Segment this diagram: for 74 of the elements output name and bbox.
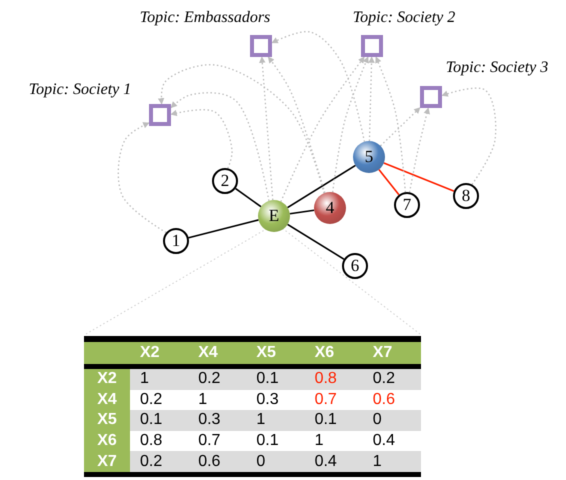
dotted-arrow (368, 56, 375, 142)
node-label: 2 (220, 171, 230, 191)
table-cell: 1 (362, 451, 421, 474)
table-cell: 0.8 (130, 430, 188, 452)
topic-label: Topic: Society 3 (446, 59, 548, 77)
dotted-arrow (280, 56, 365, 202)
link-line (287, 224, 344, 260)
topic-square (420, 86, 442, 108)
node-label: 4 (326, 198, 334, 218)
node-circle (258, 200, 290, 232)
node-circle (314, 192, 346, 224)
table-cell: 0.4 (304, 451, 363, 474)
node-circle (353, 141, 385, 173)
row-header: X4 (84, 390, 130, 410)
node-label: 8 (462, 186, 470, 206)
dotted-arrow (268, 56, 326, 194)
node-label: 7 (402, 195, 412, 215)
table-cell: 1 (304, 430, 363, 452)
node-label: E (268, 206, 280, 226)
table-cell: 0.2 (130, 451, 188, 474)
table-cell: 0.1 (304, 410, 363, 431)
table-cell: 1 (246, 410, 305, 431)
node-circle (212, 168, 238, 194)
node-circle (453, 183, 479, 209)
topic-label: Topic: Embassadors (140, 9, 270, 27)
row-header: X7 (84, 451, 130, 474)
column-header: X2 (130, 339, 188, 366)
dotted-arrow (375, 56, 406, 192)
table-cell: 0.7 (304, 390, 363, 410)
link-line (290, 209, 314, 215)
column-header: X5 (246, 339, 305, 366)
node-label: 1 (172, 231, 180, 251)
row-header: X5 (84, 410, 130, 431)
dotted-arrow (170, 109, 233, 169)
table-cell: 0.6 (188, 451, 246, 474)
dotted-arrow (380, 107, 420, 146)
dotted-arrow (408, 107, 430, 192)
table-cell: 0.6 (362, 390, 421, 410)
table-cell: 0 (246, 451, 305, 474)
node-circle (163, 228, 189, 254)
topic-label: Topic: Society 2 (352, 9, 456, 27)
node-circle (342, 253, 368, 279)
topic-square (361, 35, 383, 57)
dotted-arrow (441, 88, 496, 185)
topic-label: Topic: Society 1 (28, 81, 132, 99)
topic-square (149, 104, 171, 126)
row-header: X6 (84, 430, 130, 452)
link-line (378, 169, 400, 196)
dotted-arrow (170, 92, 270, 201)
link-line (287, 164, 356, 208)
column-header: X7 (362, 339, 421, 366)
node-label: 5 (364, 147, 374, 167)
dotted-arrow (332, 56, 369, 192)
link-line (384, 162, 454, 192)
table-cell: 0.7 (188, 430, 246, 452)
column-header: X6 (304, 339, 363, 366)
dotted-arrow (259, 56, 274, 200)
link-line (235, 188, 262, 208)
column-header: X4 (188, 339, 246, 366)
dotted-arrow (118, 122, 166, 234)
node-label: 6 (350, 256, 360, 276)
table-cell: 1 (188, 390, 246, 410)
table-cell: 0.1 (130, 410, 188, 431)
table-cell: 0.4 (362, 430, 421, 452)
table-cell: 0.1 (246, 430, 305, 452)
table-cell: 0.3 (246, 390, 305, 410)
table-cell: 0.2 (130, 390, 188, 410)
dotted-arrow (271, 31, 366, 142)
table-cell: 0.3 (188, 410, 246, 431)
link-line (188, 219, 259, 239)
dotted-arrow (158, 64, 325, 194)
node-circle (394, 192, 420, 218)
topic-square (250, 35, 272, 57)
table-cell: 0 (362, 410, 421, 431)
